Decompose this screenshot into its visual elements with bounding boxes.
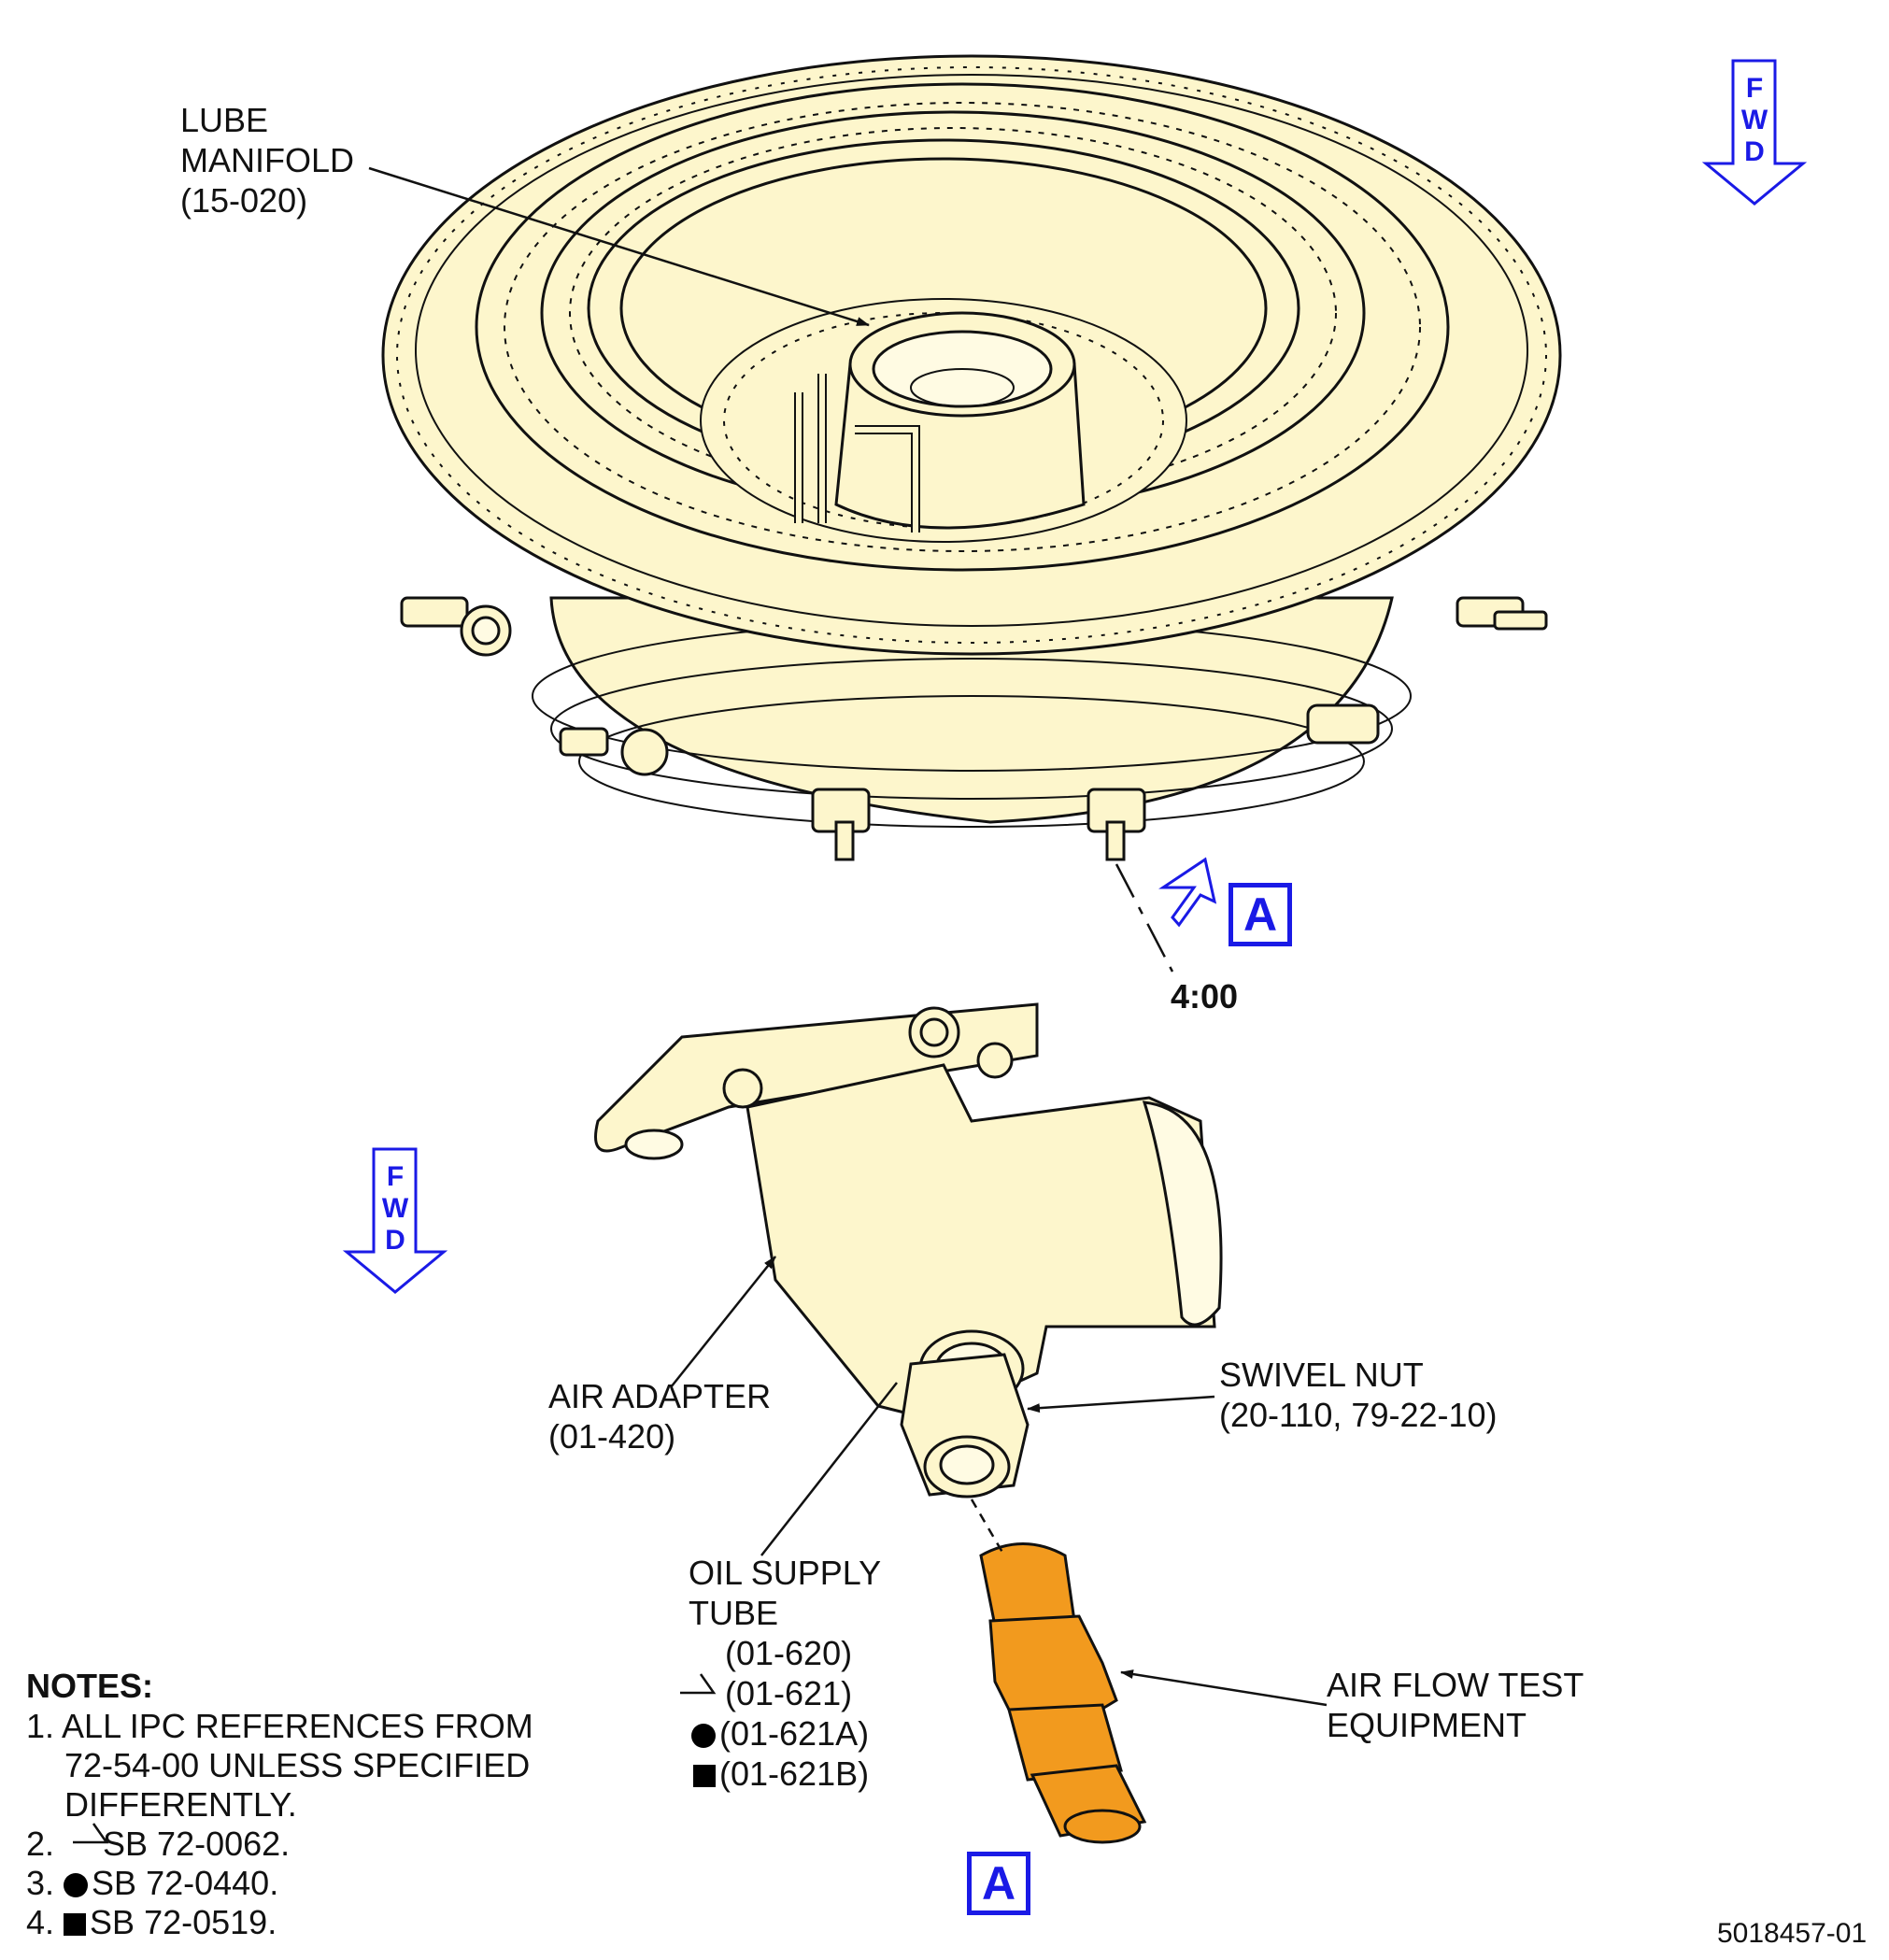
note-2: 2. SB 72-0062. xyxy=(26,1824,290,1864)
oil-supply-tube-ref-621b: (01-621B) xyxy=(719,1754,870,1793)
note-4-number: 4. xyxy=(26,1903,55,1941)
air-adapter-label: AIR ADAPTER (01-420) xyxy=(548,1376,771,1456)
note-3: 3. SB 72-0440. xyxy=(26,1863,278,1903)
circle-symbol-icon xyxy=(64,1873,89,1897)
figure-id: 5018457-01 xyxy=(1717,1918,1868,1949)
oil-supply-tube-ref-621: (01-621) xyxy=(725,1674,853,1712)
note-1-line3: DIFFERENTLY. xyxy=(64,1785,297,1824)
oil-supply-tube-label: OIL SUPPLY TUBE (01-620) (01-621) (01-62… xyxy=(689,1553,881,1794)
note-4: 4. SB 72-0519. xyxy=(26,1902,277,1942)
swivel-nut xyxy=(900,1353,1030,1498)
air-flow-test-line2: EQUIPMENT xyxy=(1327,1706,1527,1744)
swivel-nut-line1: SWIVEL NUT xyxy=(1219,1356,1424,1394)
notes-title: NOTES: xyxy=(26,1667,154,1705)
note-3-text: SB 72-0440. xyxy=(92,1864,279,1902)
air-adapter-line1: AIR ADAPTER xyxy=(548,1377,772,1415)
note-2-number: 2. xyxy=(26,1825,55,1863)
sb-0062-symbol-ref xyxy=(680,1673,717,1695)
lube-manifold-line2: MANIFOLD xyxy=(180,141,355,179)
view-marker-a-detail: A xyxy=(967,1852,1030,1915)
fwd-arrow-top xyxy=(1701,59,1808,206)
note-1-line1: 1. ALL IPC REFERENCES FROM xyxy=(26,1707,533,1745)
note-3-number: 3. xyxy=(26,1864,55,1902)
oil-supply-tube-ref-621a: (01-621A) xyxy=(719,1714,870,1753)
view-a-arrow xyxy=(1158,857,1217,928)
fwd-arrow-detail xyxy=(342,1147,448,1294)
fwd-letter-w: W xyxy=(1740,105,1768,135)
sb-0062-symbol-note xyxy=(73,1823,109,1844)
square-symbol-icon xyxy=(64,1913,87,1936)
circle-symbol-icon xyxy=(691,1724,716,1748)
air-adapter-line2: (01-420) xyxy=(548,1417,676,1456)
fwd-letter-d: D xyxy=(385,1225,405,1256)
fwd-label-top: F W D xyxy=(1736,73,1773,168)
square-symbol-icon xyxy=(693,1765,716,1787)
lube-manifold-label: LUBE MANIFOLD (15-020) xyxy=(180,100,354,220)
lube-manifold-line1: LUBE xyxy=(180,101,269,139)
oil-supply-tube-ref-621b-row: (01-621B) xyxy=(689,1754,881,1794)
frame-assembly xyxy=(381,54,1562,861)
swivel-nut-label: SWIVEL NUT (20-110, 79-22-10) xyxy=(1219,1355,1498,1435)
note-4-text: SB 72-0519. xyxy=(90,1903,277,1941)
swivel-nut-line2: (20-110, 79-22-10) xyxy=(1219,1396,1498,1434)
fwd-letter-d: D xyxy=(1744,136,1765,167)
fwd-letter-f: F xyxy=(1745,73,1764,104)
oil-supply-tube-ref-620: (01-620) xyxy=(725,1634,853,1672)
note-2-text: SB 72-0062. xyxy=(103,1825,291,1863)
air-flow-test-line1: AIR FLOW TEST xyxy=(1327,1666,1584,1704)
fwd-letter-f: F xyxy=(386,1161,405,1192)
lube-manifold-line3: (15-020) xyxy=(180,181,308,220)
leader-lines xyxy=(368,166,1328,1707)
air-adapter-detail xyxy=(594,1002,1223,1422)
oil-supply-tube-ref-621a-row: (01-621A) xyxy=(689,1713,881,1754)
fwd-letter-w: W xyxy=(381,1193,409,1224)
air-flow-test-label: AIR FLOW TEST EQUIPMENT xyxy=(1327,1665,1584,1745)
clock-position-label: 4:00 xyxy=(1171,977,1239,1016)
note-1-line2: 72-54-00 UNLESS SPECIFIED xyxy=(64,1746,531,1784)
fwd-label-detail: F W D xyxy=(376,1161,414,1257)
view-marker-a-top: A xyxy=(1229,883,1292,946)
oil-supply-tube-line1: OIL SUPPLY xyxy=(689,1554,882,1592)
oil-supply-tube-line2: TUBE xyxy=(689,1594,779,1632)
air-flow-test-equipment xyxy=(979,1542,1147,1844)
